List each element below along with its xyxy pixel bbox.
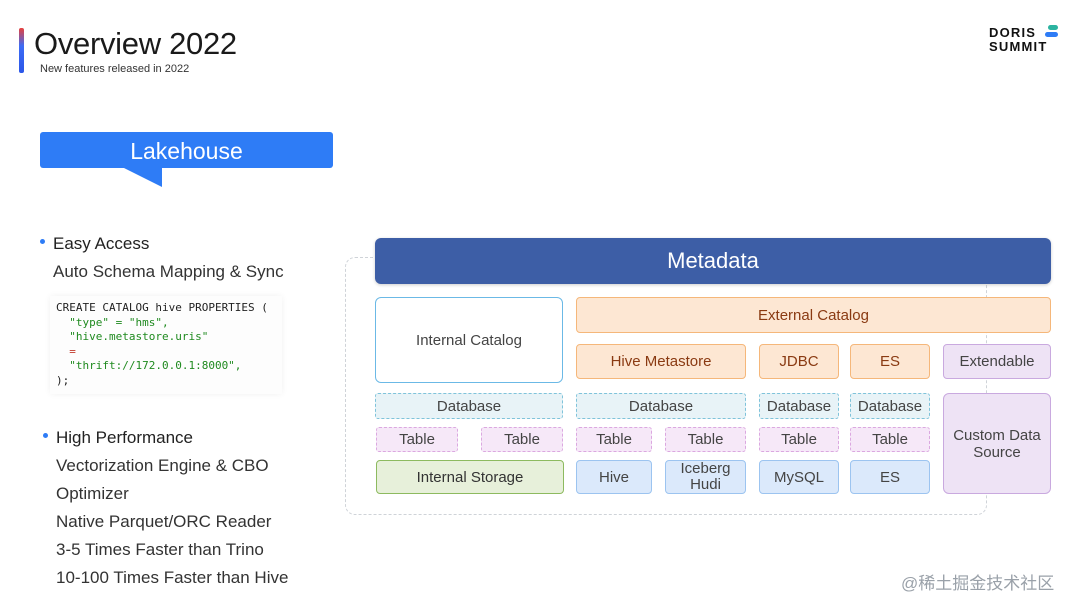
pill-tail-icon bbox=[122, 167, 162, 187]
bullet-dot bbox=[43, 433, 48, 438]
internal-catalog-box: Internal Catalog bbox=[375, 297, 563, 383]
code-line: "type" = "hms", bbox=[56, 315, 169, 329]
title-accent-bar bbox=[19, 28, 24, 73]
perf-item: Optimizer bbox=[56, 484, 129, 503]
internal-storage-box: Internal Storage bbox=[376, 460, 564, 494]
metadata-banner: Metadata bbox=[375, 238, 1051, 284]
page-title: Overview 2022 bbox=[34, 26, 237, 61]
bullet-dot bbox=[40, 239, 45, 244]
easy-access-heading: Easy Access bbox=[53, 234, 150, 253]
extendable-box: Extendable bbox=[943, 344, 1051, 379]
section-pill-lakehouse: Lakehouse bbox=[40, 132, 333, 168]
code-line: CREATE CATALOG hive PROPERTIES ( bbox=[56, 301, 268, 314]
logo-mark-icon bbox=[1045, 25, 1058, 37]
code-snippet: CREATE CATALOG hive PROPERTIES ( "type" … bbox=[50, 296, 282, 394]
watermark: @稀土掘金技术社区 bbox=[901, 574, 1055, 593]
perf-item: 3-5 Times Faster than Trino bbox=[56, 540, 264, 559]
code-line: = bbox=[56, 344, 76, 358]
jdbc-box: JDBC bbox=[759, 344, 839, 379]
database-box: Database bbox=[576, 393, 746, 419]
external-catalog-box: External Catalog bbox=[576, 297, 1051, 333]
table-box: Table bbox=[665, 427, 746, 452]
iceberg-label: Iceberg bbox=[680, 460, 731, 477]
perf-item: Native Parquet/ORC Reader bbox=[56, 512, 272, 531]
es-source-box: ES bbox=[850, 344, 930, 379]
es-storage-box: ES bbox=[850, 460, 930, 494]
table-box: Table bbox=[850, 427, 930, 452]
custom-data-source-box: Custom Data Source bbox=[943, 393, 1051, 494]
iceberg-hudi-box: Iceberg Hudi bbox=[665, 460, 746, 494]
database-box: Database bbox=[759, 393, 839, 419]
logo-line2: SUMMIT bbox=[989, 39, 1048, 54]
database-box: Database bbox=[375, 393, 563, 419]
hive-storage-box: Hive bbox=[576, 460, 652, 494]
custom-data-source-label: Custom Data Source bbox=[953, 426, 1041, 461]
high-performance-heading: High Performance bbox=[56, 428, 194, 447]
code-line: "thrift://172.0.0.1:8000", bbox=[56, 359, 242, 372]
code-line: ); bbox=[56, 373, 70, 387]
hive-metastore-box: Hive Metastore bbox=[576, 344, 746, 379]
logo-line1: DORIS bbox=[989, 25, 1037, 40]
table-box: Table bbox=[759, 427, 839, 452]
mysql-storage-box: MySQL bbox=[759, 460, 839, 494]
table-box: Table bbox=[481, 427, 563, 452]
perf-item: 10-100 Times Faster than Hive bbox=[56, 568, 289, 587]
perf-item: Vectorization Engine & CBO bbox=[56, 456, 269, 475]
table-box: Table bbox=[376, 427, 458, 452]
database-box: Database bbox=[850, 393, 930, 419]
table-box: Table bbox=[576, 427, 652, 452]
easy-access-sub: Auto Schema Mapping & Sync bbox=[53, 262, 284, 281]
doris-summit-logo: DORIS SUMMIT bbox=[989, 25, 1064, 55]
hudi-label: Hudi bbox=[690, 476, 721, 493]
page-subtitle: New features released in 2022 bbox=[40, 63, 190, 75]
code-line: "hive.metastore.uris" bbox=[56, 330, 209, 343]
